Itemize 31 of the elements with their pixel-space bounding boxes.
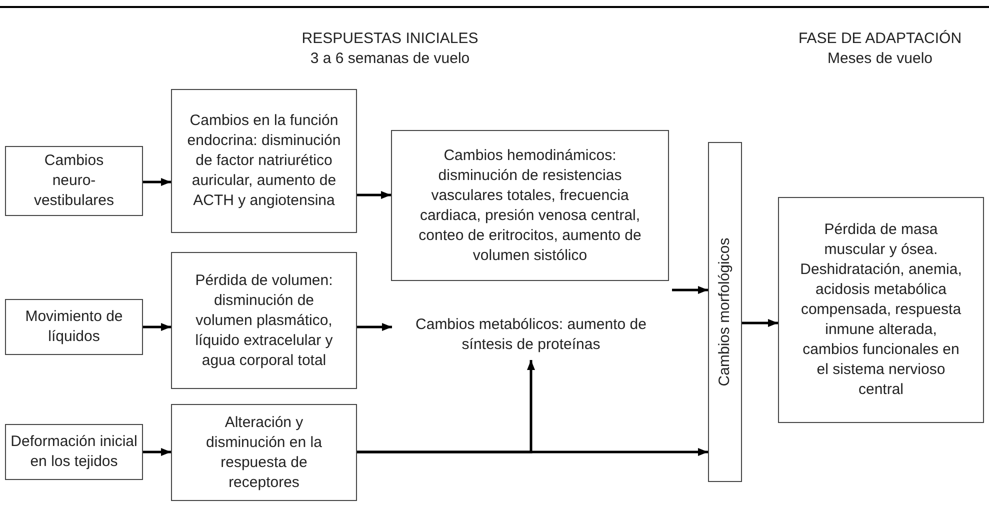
node-text: Pérdida de masa muscular y ósea. Deshidratación, anemia, acidosis metabólica compensada, respuesta inmune alterada, cambios funcionales en el sistema nervioso central bbox=[799, 220, 963, 400]
phase-heading: RESPUESTAS INICIALES bbox=[302, 30, 478, 48]
node-text: Movimiento de líquidos bbox=[24, 307, 124, 347]
arrow bbox=[357, 191, 391, 199]
arrow bbox=[357, 360, 535, 454]
node-text: Cambios neuro-vestibulares bbox=[32, 151, 116, 211]
process-box bbox=[5, 146, 143, 216]
phase-heading: Meses de vuelo bbox=[827, 50, 933, 68]
node-text: Alteración y disminución en la respuesta de receptores bbox=[205, 412, 323, 492]
process-box bbox=[171, 404, 357, 501]
arrow bbox=[143, 178, 171, 186]
node-text: Cambios en la función endocrina: disminución de factor natriurético auricular, aumento de ACTH y angiotensina bbox=[186, 111, 342, 211]
node-text: Cambios hemodinámicos: disminución de resistencias vasculares totales, frecuencia cardiaca, presión venosa central, conteo de eritrocitos, aumento de volumen sistólico bbox=[418, 146, 642, 266]
node-text: Deformación inicial en los tejidos bbox=[10, 432, 138, 472]
arrow bbox=[143, 448, 171, 456]
arrow bbox=[672, 286, 708, 294]
node-text: Cambios morfológicos bbox=[715, 238, 734, 386]
arrow bbox=[357, 323, 392, 331]
process-box bbox=[171, 89, 357, 233]
arrow bbox=[742, 319, 778, 327]
process-box bbox=[171, 252, 357, 389]
process-box bbox=[778, 197, 984, 423]
node-text: Pérdida de volumen: disminución de volumen plasmático, líquido extracelular y agua corporal total bbox=[194, 270, 334, 370]
process-box bbox=[5, 299, 143, 355]
node-text: Cambios metabólicos: aumento de síntesis de proteínas bbox=[414, 315, 648, 355]
process-box bbox=[391, 130, 669, 281]
phase-heading: FASE DE ADAPTACIÓN bbox=[798, 30, 962, 48]
arrow bbox=[143, 323, 171, 331]
process-box bbox=[5, 424, 143, 480]
phase-heading: 3 a 6 semanas de vuelo bbox=[310, 50, 470, 68]
vertical-process-bar bbox=[708, 142, 742, 482]
